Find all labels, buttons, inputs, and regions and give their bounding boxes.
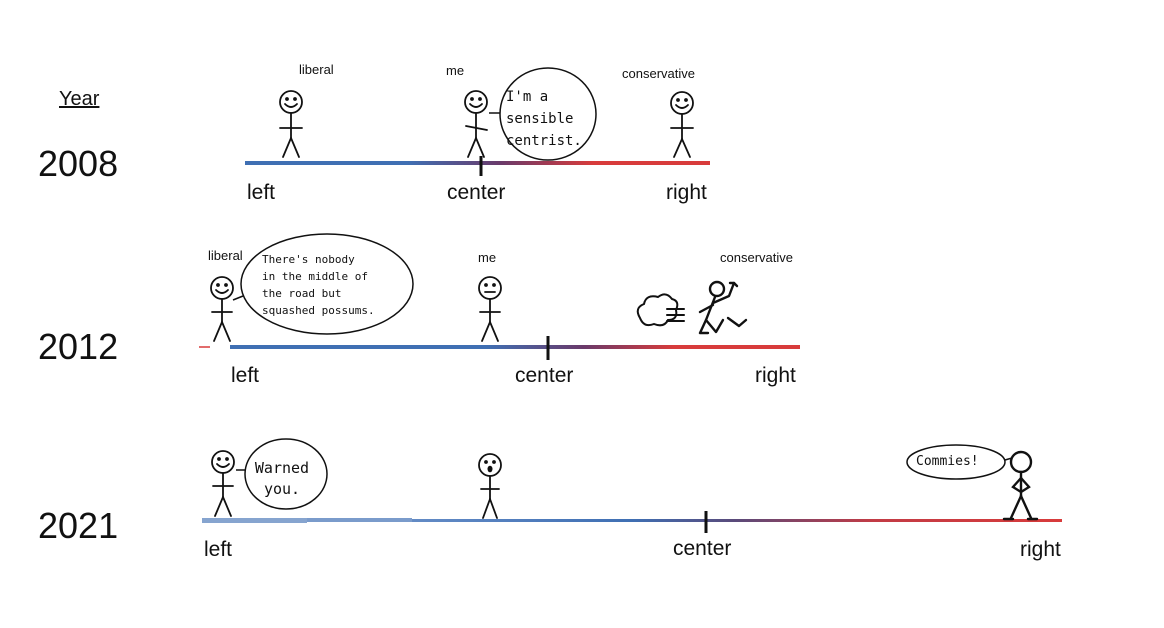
axis-center-2012: center xyxy=(515,364,574,387)
axis-left-2012: left xyxy=(231,364,260,387)
year-2012: 2012 xyxy=(38,326,119,367)
speech-text-2008: I'm a sensible centrist. xyxy=(506,86,582,152)
speech-line: in the middle of xyxy=(262,270,368,283)
label-me-2008: me xyxy=(446,63,465,78)
spectrum-line-2008 xyxy=(245,156,710,176)
speech-line: squashed possums. xyxy=(262,304,375,317)
label-conservative-2008: conservative xyxy=(622,66,695,81)
speech-bubble-2008 xyxy=(489,67,597,161)
year-2021: 2021 xyxy=(38,505,119,546)
label-liberal-2012: liberal xyxy=(208,248,243,263)
label-liberal-2008: liberal xyxy=(299,62,334,77)
running-conservative-icon xyxy=(698,280,748,335)
stick-figure-liberal-2008 xyxy=(279,90,303,158)
speech-bubble-2012 xyxy=(232,233,414,335)
axis-center-2021: center xyxy=(673,537,732,560)
stick-figure-conservative-2008 xyxy=(670,91,694,158)
axis-left-2021: left xyxy=(204,538,233,561)
speech-text-2021-left: Warned you. xyxy=(249,458,315,500)
speech-bubble-2021-right xyxy=(906,444,1013,480)
speech-line: the road but xyxy=(262,287,342,300)
label-conservative-2012: conservative xyxy=(720,250,793,265)
spectrum-line-2012 xyxy=(199,336,800,360)
speech-line: There's nobody xyxy=(262,253,355,266)
axis-left-2008: left xyxy=(247,181,276,204)
speech-line: centrist. xyxy=(506,133,582,149)
dust-cloud-icon xyxy=(636,293,685,327)
speech-line: I'm a xyxy=(506,89,549,105)
year-2008: 2008 xyxy=(38,143,119,184)
label-me-2012: me xyxy=(478,250,497,265)
stick-figure-me-2012 xyxy=(478,276,502,342)
year-heading: Year xyxy=(59,88,100,110)
stick-figure-me-2021-shocked xyxy=(478,453,502,519)
axis-center-2008: center xyxy=(447,181,506,204)
stick-figure-liberal-2012 xyxy=(210,276,234,342)
speech-line: Warned xyxy=(254,459,310,477)
speech-line: you. xyxy=(263,480,301,498)
stick-figure-liberal-2021 xyxy=(211,450,235,517)
stick-figure-far-right-2021 xyxy=(1002,450,1039,521)
speech-text-2021-right: Commies! xyxy=(916,454,979,469)
speech-text-2012: There's nobody in the middle of the road… xyxy=(262,251,375,319)
speech-line: sensible xyxy=(506,111,574,127)
axis-right-2012: right xyxy=(755,364,796,387)
speech-bubble-2021-left xyxy=(236,438,328,510)
spectrum-line-2021 xyxy=(202,511,1062,533)
stick-figure-me-2008 xyxy=(464,90,488,158)
axis-right-2008: right xyxy=(666,181,707,204)
axis-right-2021: right xyxy=(1020,538,1061,561)
